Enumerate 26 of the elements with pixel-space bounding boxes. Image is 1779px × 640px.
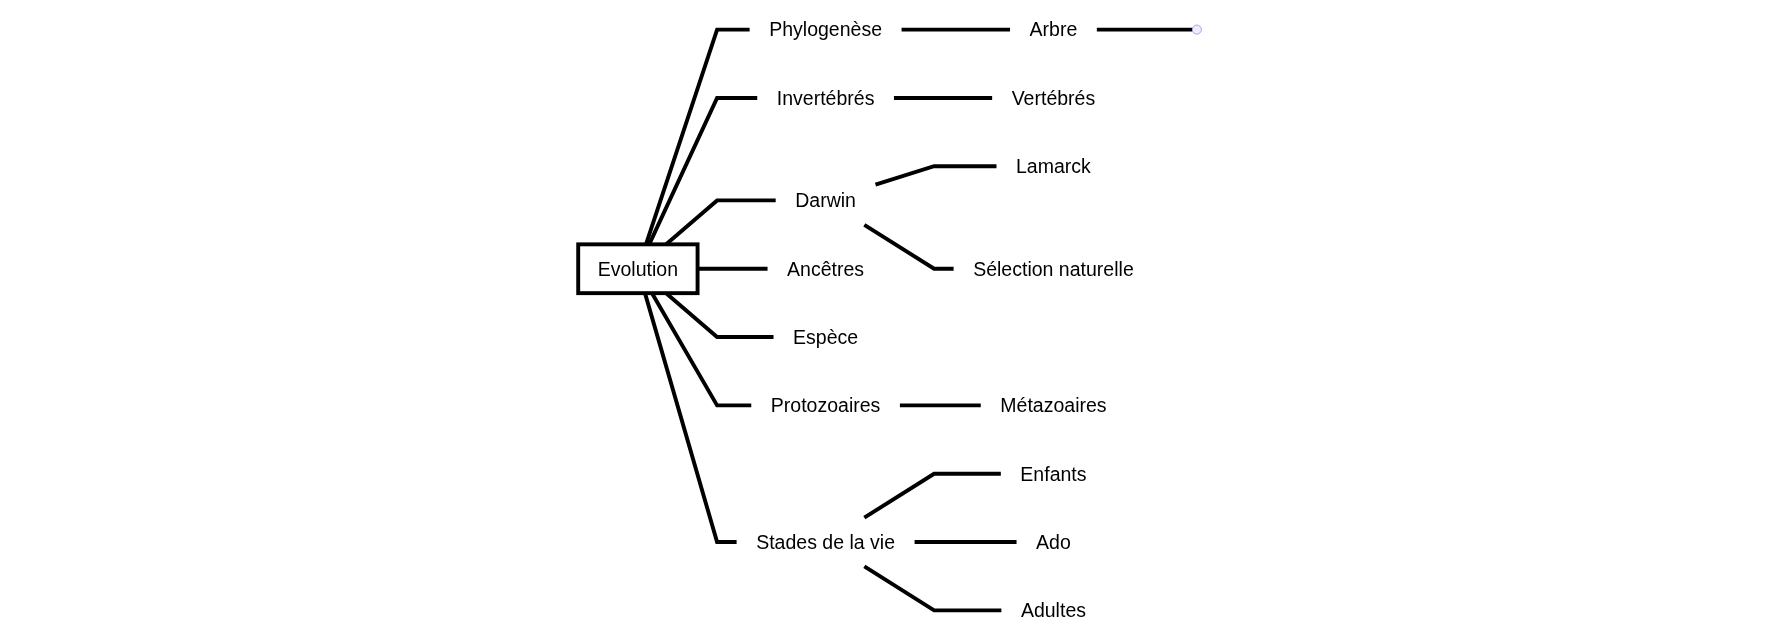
node-text: Invertébrés	[776, 87, 875, 109]
connector	[643, 27, 750, 245]
node-text: Protozoaires	[770, 394, 881, 417]
node-text: Sélection naturelle	[972, 258, 1134, 280]
connector	[901, 27, 1010, 32]
node-text: Métazoaires	[999, 394, 1107, 417]
connector	[862, 564, 1002, 613]
connector	[874, 164, 997, 187]
connector	[862, 471, 1001, 520]
connector	[893, 96, 992, 100]
node-text: Darwin	[794, 189, 856, 212]
node-text: Enfants	[1020, 462, 1087, 485]
node-text: Espèce	[792, 326, 858, 348]
connector	[914, 540, 1017, 544]
node-text: Vertébrés	[1011, 87, 1095, 109]
node-text: Adultes	[1020, 599, 1086, 622]
node-text: Ancêtres	[786, 258, 864, 280]
connector	[1096, 27, 1192, 32]
node-text: Phylogenèse	[768, 18, 882, 41]
node-text: Arbre	[1029, 18, 1077, 41]
node-text: Lamarck	[1015, 155, 1091, 177]
connector	[862, 223, 954, 271]
connector	[899, 403, 981, 408]
node-text: Stades de la vie	[755, 531, 895, 553]
node-text: Ado	[1035, 531, 1071, 553]
node-box: Evolution	[575, 242, 700, 296]
